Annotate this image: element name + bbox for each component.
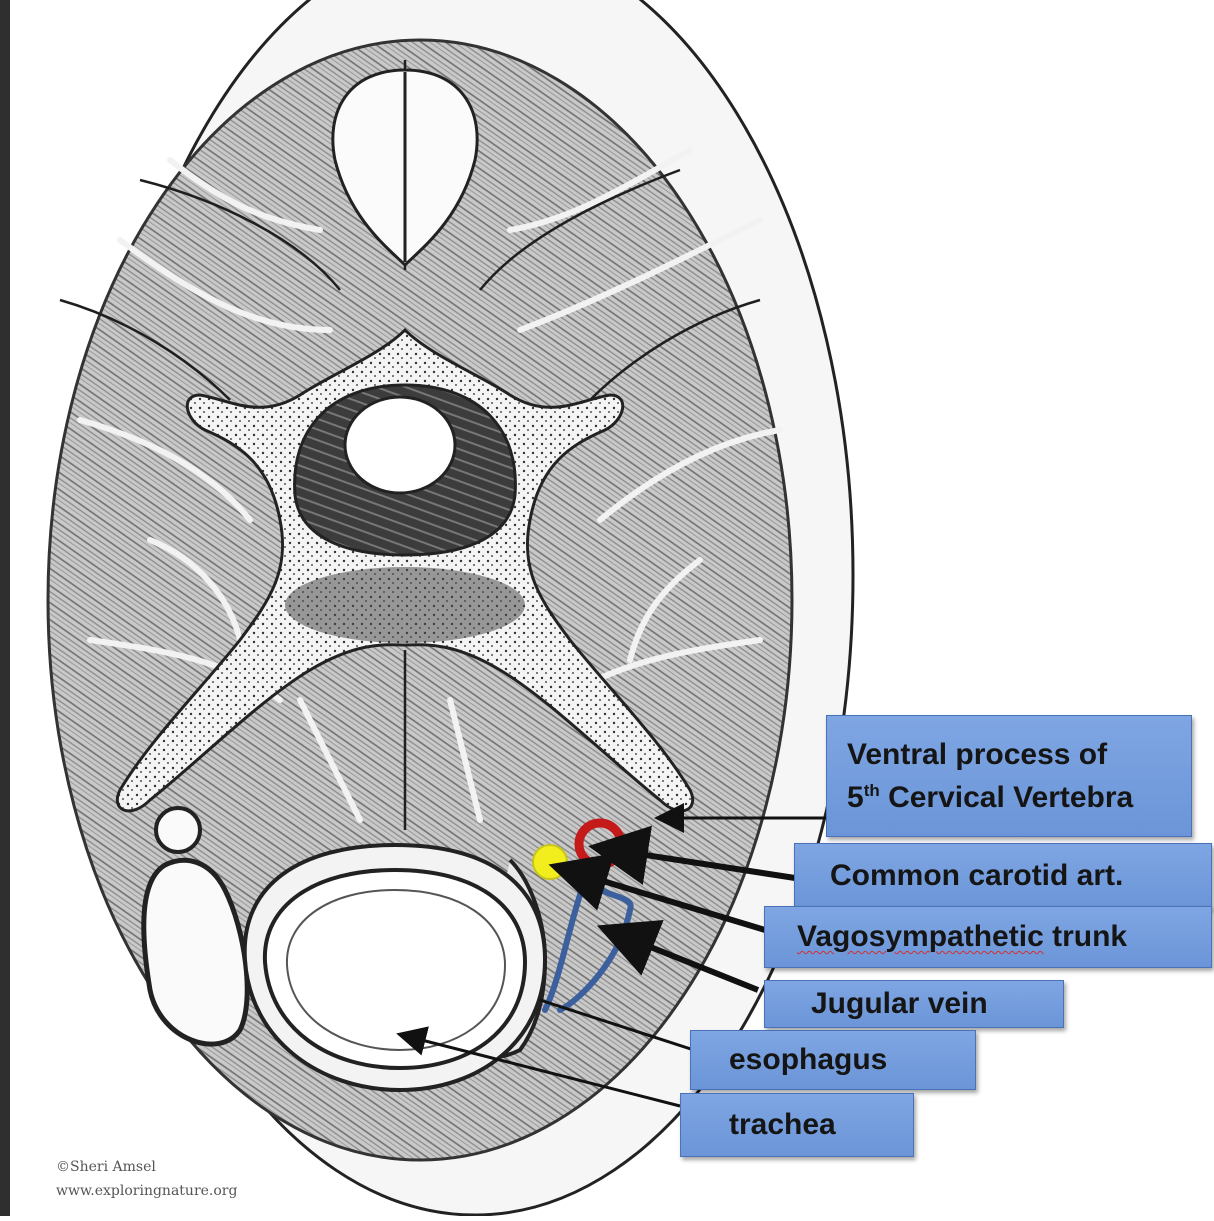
credit-author: ©Sheri Amsel: [56, 1155, 237, 1179]
spinal-canal: [345, 397, 455, 493]
label-vagosympathetic-trunk: Vagosympathetic trunk: [764, 906, 1212, 968]
label-ventral-process-line1: Ventral process of: [847, 737, 1133, 773]
trachea-shape: [245, 845, 545, 1090]
label-jugular-vein: Jugular vein: [764, 980, 1064, 1028]
credit-website: www.exploringnature.org: [56, 1179, 237, 1203]
image-credit: ©Sheri Amsel www.exploringnature.org: [56, 1155, 237, 1203]
left-edge-bar: [0, 0, 10, 1216]
label-esophagus: esophagus: [690, 1030, 976, 1090]
label-common-carotid: Common carotid art.: [794, 843, 1212, 909]
label-trachea: trachea: [680, 1093, 914, 1157]
label-ventral-process-line2: 5th Cervical Vertebra: [847, 773, 1133, 816]
label-ventral-process: Ventral process of 5th Cervical Vertebra: [826, 715, 1192, 837]
vagosympathetic-dot: [533, 845, 567, 879]
